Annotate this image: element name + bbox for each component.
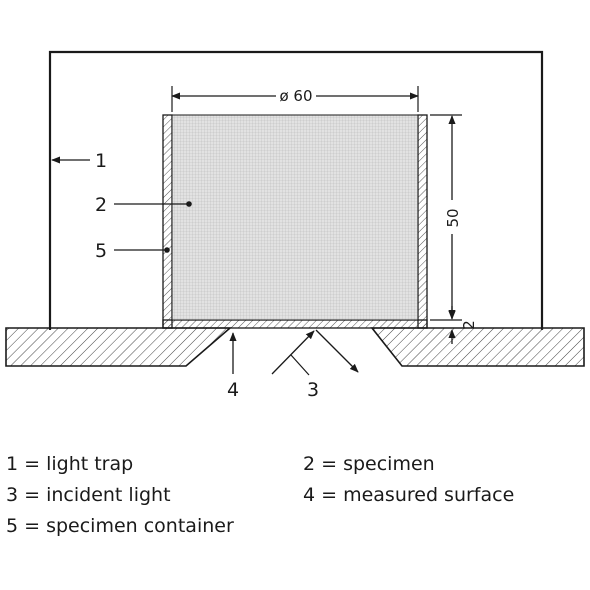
specimen-container-wall-right — [417, 114, 428, 329]
specimen-leader-dot — [186, 201, 192, 207]
callout-specimen: 2 — [95, 194, 107, 216]
base-plate-left — [5, 327, 233, 367]
legend-item-specimen: 2 = specimen — [303, 453, 435, 475]
callout-light-trap: 1 — [95, 150, 107, 172]
incident-light-arrow — [271, 330, 315, 375]
callout-specimen-container: 5 — [95, 240, 107, 262]
incident-light-leader — [290, 354, 310, 376]
callout-measured-surface: 4 — [227, 379, 239, 401]
legend-item-light-trap: 1 = light trap — [6, 453, 134, 475]
legend-item-measured-surface: 4 = measured surface — [303, 484, 515, 506]
legend: 1 = light trap 2 = specimen 3 = incident… — [0, 448, 590, 558]
light-trap-box — [48, 50, 544, 330]
base-plate-right — [370, 327, 585, 367]
reflected-light-arrow — [315, 329, 359, 373]
legend-item-incident-light: 3 = incident light — [6, 484, 171, 506]
gap-label: 2 — [460, 320, 478, 330]
measurement-setup-diagram: ø 60 50 2 1 2 5 4 3 — [5, 50, 585, 401]
container-leader-dot — [164, 247, 170, 253]
specimen-container-bottom — [162, 319, 428, 329]
height-label: 50 — [444, 208, 462, 227]
legend-item-specimen-container: 5 = specimen container — [6, 515, 234, 537]
specimen-container-wall-left — [162, 114, 173, 329]
callout-incident-light: 3 — [307, 379, 319, 401]
specimen — [171, 114, 419, 321]
diameter-label: ø 60 — [279, 87, 312, 105]
